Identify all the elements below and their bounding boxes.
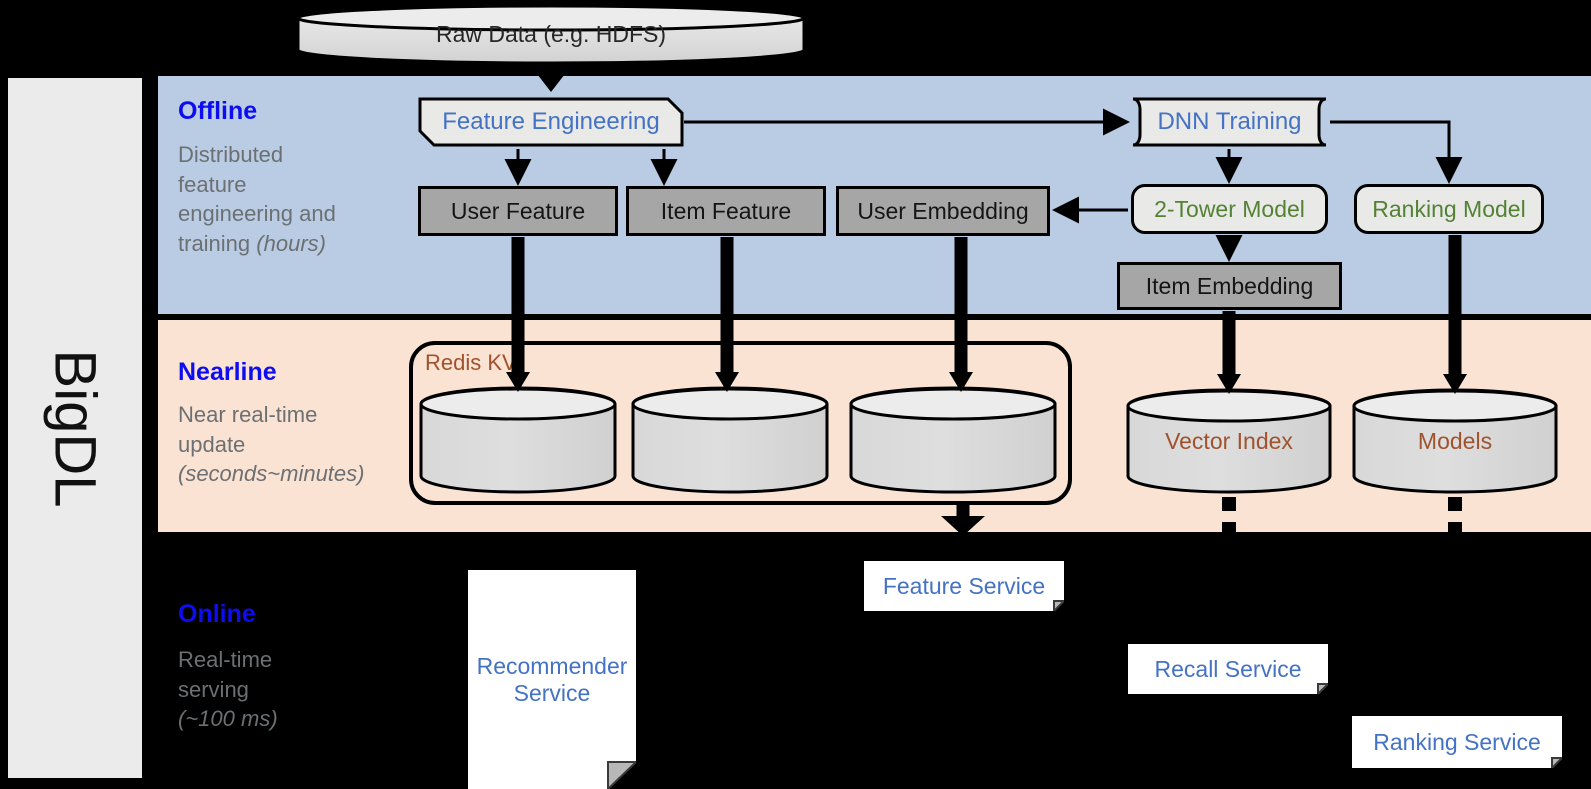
nearline-desc-l2: update (178, 431, 246, 457)
offline-desc-l3: engineering and (178, 201, 336, 227)
redis-kv-container (409, 341, 1072, 505)
dnn-training-shape (1132, 97, 1327, 147)
store-cylinder-shape (631, 386, 829, 494)
offline-description: Distributed feature engineering and trai… (178, 140, 408, 259)
item-embedding-box[interactable]: Item Embedding (1117, 262, 1342, 310)
ranking-model-label: Ranking Model (1372, 195, 1526, 222)
store-cylinder-shape (849, 386, 1057, 494)
bigdl-label: BigDL (42, 349, 108, 507)
nearline-desc-l1: Near real-time (178, 402, 318, 427)
store-cylinder-shape (419, 386, 617, 494)
feature-service-label: Feature Service (882, 572, 1046, 599)
feature-engineering-label: Feature Engineering (442, 108, 660, 135)
recall-service-label: Recall Service (1154, 655, 1302, 682)
ranking-service-label: Ranking Service (1373, 728, 1541, 755)
offline-desc-l1: Distributed (178, 142, 284, 167)
online-description: Real-time serving (~100 ms) (178, 645, 408, 734)
two-tower-model-label: 2-Tower Model (1154, 195, 1305, 222)
ranking-service-doc[interactable]: Ranking Service (1352, 716, 1565, 771)
recall-service-doc[interactable]: Recall Service (1128, 644, 1331, 697)
online-desc-l1: Real-time (178, 647, 273, 672)
vector-index-shape (1126, 388, 1332, 494)
item-embedding-label: Item Embedding (1145, 272, 1314, 299)
item-feature-box[interactable]: Item Feature (626, 186, 826, 236)
online-desc-italic: (~100 ms) (178, 706, 278, 732)
vector-index-cylinder[interactable]: Vector Index (1125, 388, 1333, 494)
redis-store-cylinder-3 (848, 386, 1058, 494)
redis-store-cylinder-2 (630, 386, 830, 494)
feature-engineering-node[interactable]: Feature Engineering (418, 97, 684, 147)
recommender-service-doc[interactable]: Recommender Service (468, 570, 639, 789)
nearline-description: Near real-time update (seconds~minutes) (178, 400, 423, 489)
bigdl-rail: BigDL (8, 78, 142, 778)
user-embedding-box[interactable]: User Embedding (836, 186, 1050, 236)
ranking-service-shape (1352, 716, 1565, 771)
recall-service-shape (1128, 644, 1331, 697)
models-cylinder[interactable]: Models (1351, 388, 1559, 494)
feature-service-shape (864, 561, 1067, 614)
feature-engineering-shape (418, 97, 684, 147)
dnn-training-label: DNN Training (1157, 108, 1302, 135)
offline-desc-italic: (hours) (256, 231, 326, 257)
item-feature-label: Item Feature (660, 197, 792, 224)
redis-store-cylinder-1 (418, 386, 618, 494)
raw-data-cylinder: Raw Data (e.g. HDFS) (295, 3, 807, 65)
online-desc-l2: serving (178, 676, 249, 702)
dnn-training-node[interactable]: DNN Training (1131, 97, 1328, 147)
online-title: Online (178, 600, 256, 628)
feature-service-doc[interactable]: Feature Service (864, 561, 1067, 614)
offline-title: Offline (178, 97, 258, 125)
raw-data-label: Raw Data (e.g. HDFS) (435, 20, 667, 47)
offline-desc-l2: feature (178, 171, 247, 197)
nearline-desc-italic: (seconds~minutes) (178, 461, 365, 487)
redis-kv-label: Redis KV (425, 350, 517, 375)
raw-data-shape (296, 3, 806, 65)
recommender-service-shape (468, 570, 639, 789)
user-feature-box[interactable]: User Feature (418, 186, 618, 236)
models-label: Models (1417, 427, 1493, 454)
user-embedding-label: User Embedding (857, 197, 1029, 224)
models-shape (1352, 388, 1558, 494)
two-tower-model-box[interactable]: 2-Tower Model (1131, 184, 1328, 234)
recommender-service-label: Recommender Service (476, 652, 628, 706)
offline-desc-l4: training (178, 231, 257, 257)
ranking-model-box[interactable]: Ranking Model (1354, 184, 1544, 234)
vector-index-label: Vector Index (1165, 427, 1293, 454)
user-feature-label: User Feature (450, 197, 586, 224)
nearline-title: Nearline (178, 358, 277, 386)
